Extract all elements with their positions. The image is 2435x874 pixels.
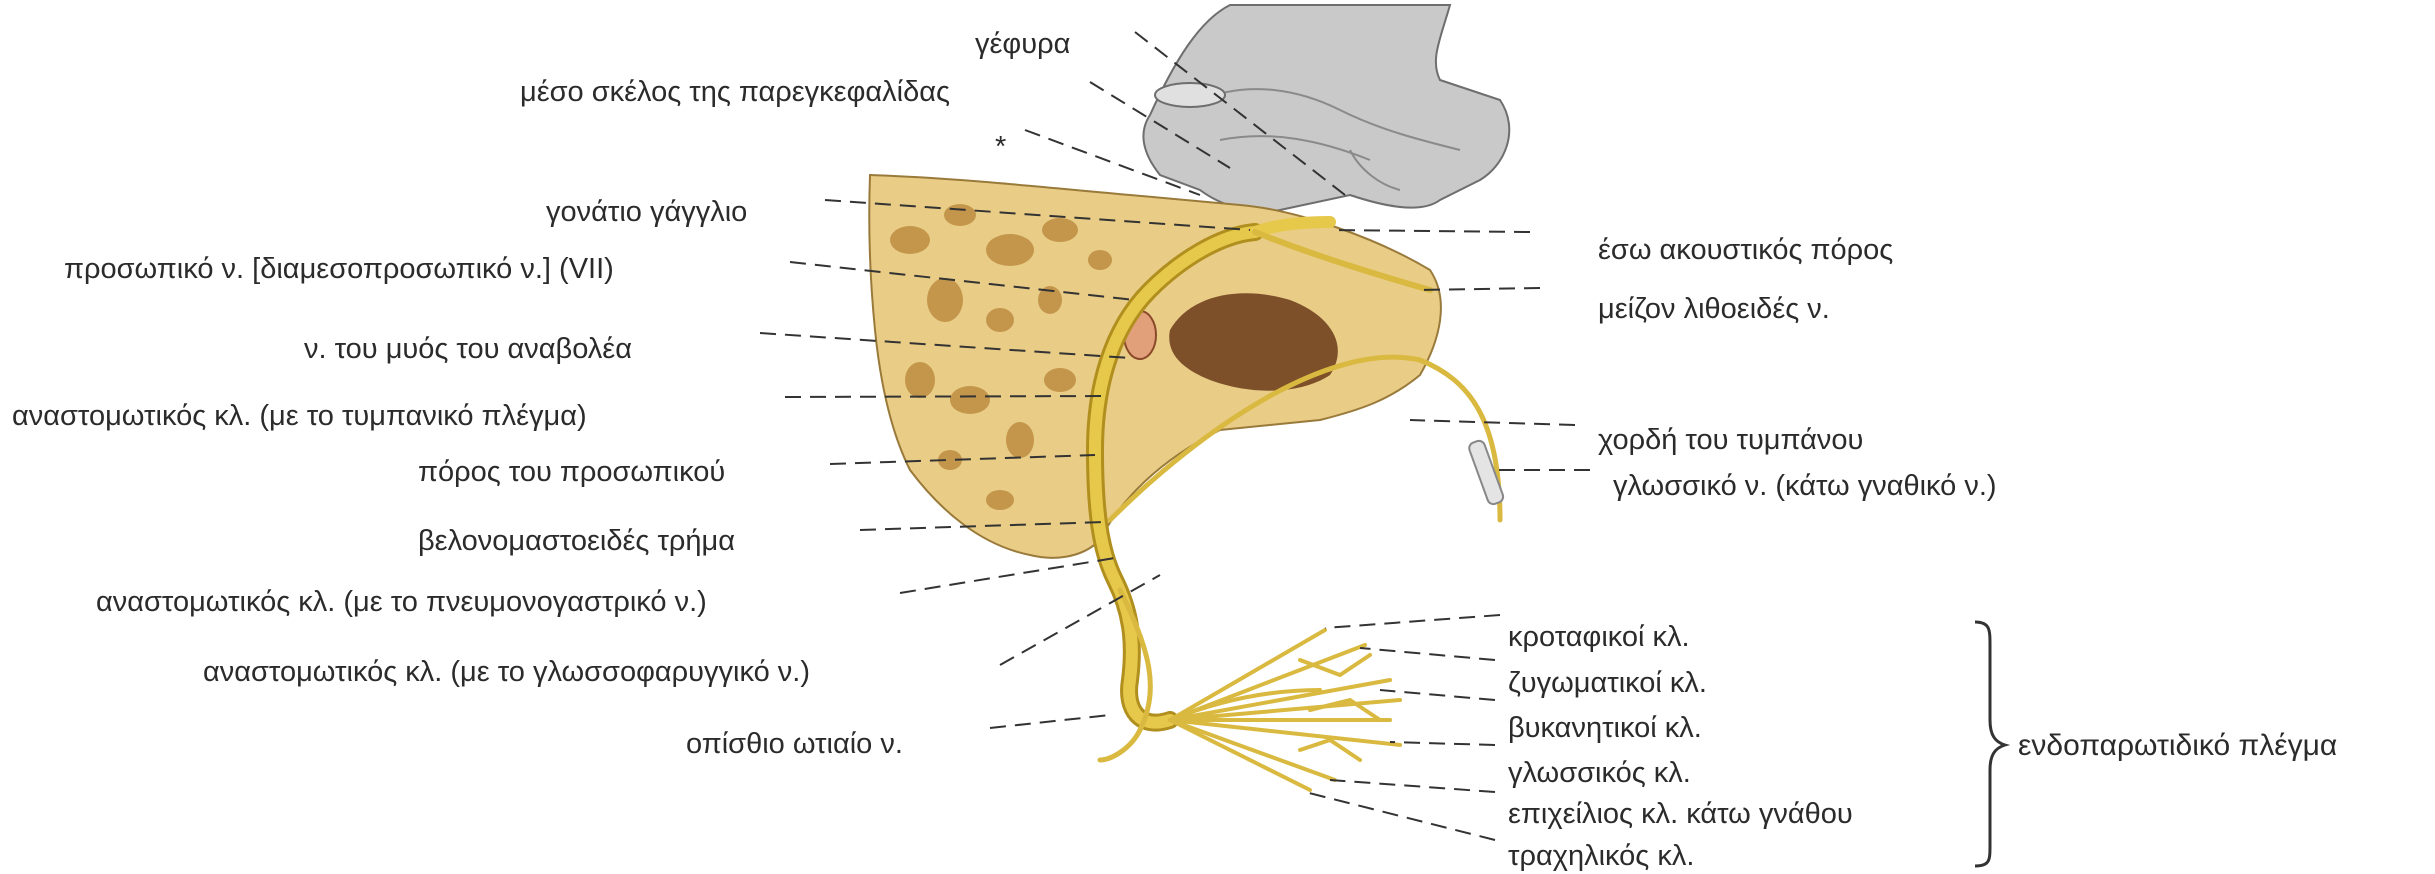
label-krotafikoi: κροταφικοί κλ. [1508, 623, 1690, 652]
label-prosopiko: προσωπικό ν. [διαμεσοπροσωπικό ν.] (VII) [64, 255, 614, 284]
label-glossiko: γλωσσικό ν. (κάτω γναθικό ν.) [1613, 472, 1997, 501]
label-meso-skelos: μέσο σκέλος της παρεγκεφαλίδας [520, 78, 950, 107]
label-eso-akoust: έσω ακουστικός πόρος [1598, 236, 1893, 265]
label-endoparotid-plexus: ενδοπαρωτιδικό πλέγμα [2018, 731, 2337, 761]
label-asterisk: * [995, 133, 1006, 162]
plexus-brace [1975, 622, 2005, 866]
label-gonatio: γονάτιο γάγγλιο [546, 198, 747, 227]
label-meizon: μείζον λιθοειδές ν. [1598, 295, 1830, 324]
label-velonomast: βελονομαστοειδές τρήμα [418, 527, 735, 556]
label-glossikos: γλωσσικός κλ. [1508, 759, 1691, 788]
label-anavolea: ν. του μυός του αναβολέα [304, 335, 632, 364]
label-gefyra: γέφυρα [975, 30, 1070, 59]
label-trachilikos: τραχηλικός κλ. [1508, 842, 1694, 871]
label-epicheilios: επιχείλιος κλ. κάτω γνάθου [1508, 800, 1853, 829]
temporal-bone-illustration [869, 175, 1441, 558]
label-poros-pros: πόρος του προσωπικού [418, 458, 725, 487]
label-chordi: χορδή του τυμπάνου [1598, 426, 1863, 455]
label-opisthio: οπίσθιο ωτιαίο ν. [686, 730, 903, 759]
label-zygomatikoi: ζυγωματικοί κλ. [1508, 669, 1707, 698]
label-vykanitikoi: βυκανητικοί κλ. [1508, 714, 1702, 743]
label-anast-pneum: αναστομωτικός κλ. (με το πνευμονογαστρικ… [96, 588, 707, 617]
label-anast-gloss: αναστομωτικός κλ. (με το γλωσσοφαρυγγικό… [203, 658, 810, 687]
label-anast-tympan: αναστομωτικός κλ. (με το τυμπανικό πλέγμ… [12, 402, 587, 431]
brainstem-illustration [1143, 5, 1509, 211]
